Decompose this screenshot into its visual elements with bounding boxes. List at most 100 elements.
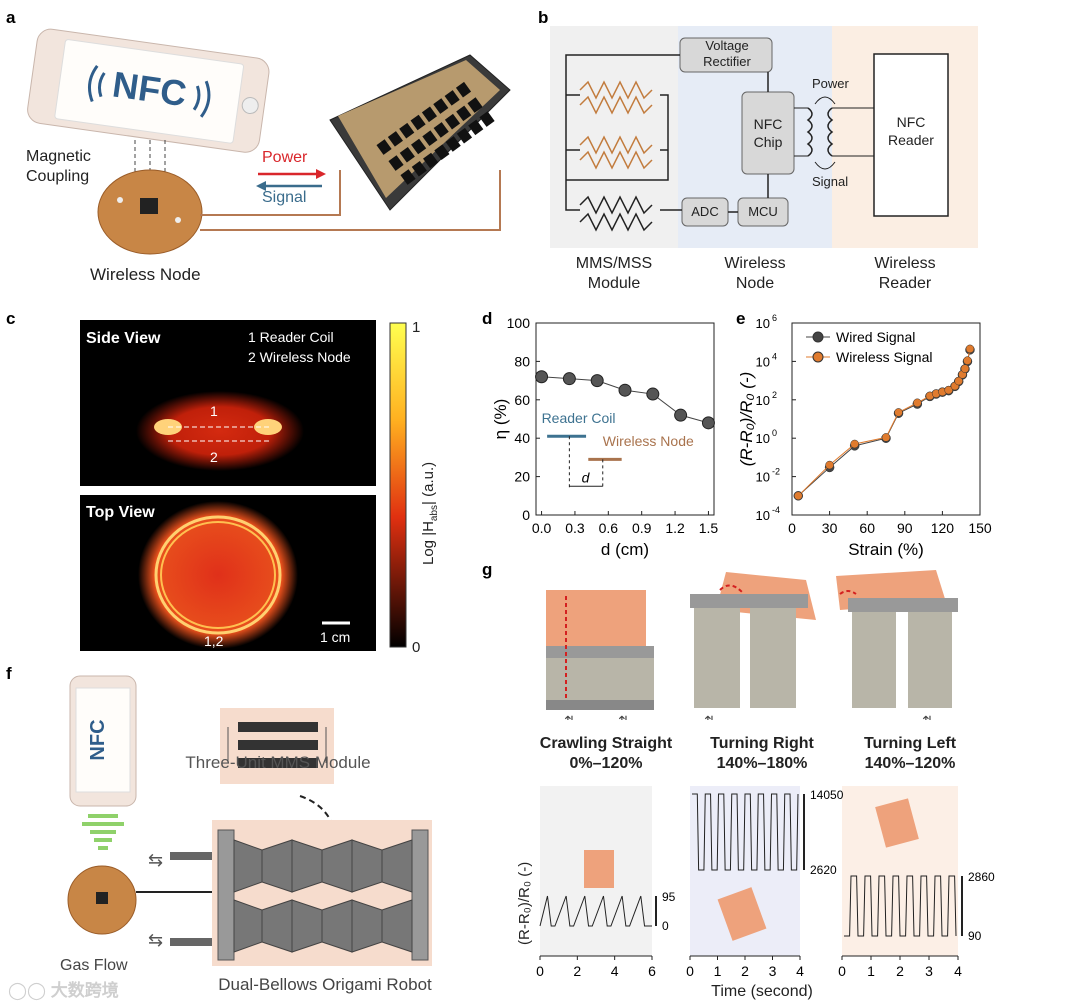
g-x-tick-label: 4 — [954, 963, 962, 979]
reader-coil-label: Reader Coil — [542, 410, 616, 426]
y-tick-exponent: 6 — [772, 313, 777, 323]
robot-photo-left — [836, 570, 958, 708]
panel-label-g: g — [482, 560, 493, 579]
y-tick-label: 10 — [756, 354, 770, 369]
reader-column-label: Wireless Reader — [874, 255, 936, 292]
x-tick-label: 1.5 — [699, 520, 719, 536]
robot-photos: ⇅⇅ ⇅⇅ — [546, 570, 958, 720]
y-tick-exponent: 0 — [772, 428, 777, 438]
legend-wireless-node: 2 Wireless Node — [248, 349, 351, 365]
series-point-1 — [794, 491, 803, 501]
plot-frame — [535, 322, 715, 516]
plot-frame — [791, 322, 981, 516]
series-point-1 — [913, 398, 922, 408]
g1-y-bottom: 0 — [662, 919, 669, 933]
mms-module-icon — [329, 54, 511, 211]
marker-1: 1 — [210, 403, 218, 419]
g3-trace — [844, 875, 957, 937]
x-tick-label: 150 — [968, 520, 992, 536]
series-point-1 — [850, 439, 859, 449]
y-tick-label: 0 — [522, 507, 530, 523]
colorbar — [389, 322, 407, 648]
svg-text:⇅: ⇅ — [922, 713, 934, 720]
x-tick-label: 30 — [822, 520, 838, 536]
series-line-1 — [797, 348, 971, 497]
top-view-title: Top View — [86, 504, 155, 521]
series-point-1 — [960, 364, 970, 373]
y-axis-label: (R-R₀)/R₀ (-) — [737, 372, 756, 467]
caption-right-title: Turning Right — [710, 735, 814, 752]
y-tick-label: 20 — [514, 469, 530, 485]
y-tick-label: 10 — [756, 393, 770, 408]
module-label-f: Three-Unit MMS Module — [185, 753, 371, 772]
panel-label-f: f — [6, 664, 12, 683]
legend-swatch — [812, 351, 824, 363]
x-tick-label: 0.0 — [532, 520, 552, 536]
panel-label-d: d — [482, 309, 493, 328]
colorbar-min: 0 — [412, 639, 421, 656]
gas-flow-label: Gas Flow — [60, 957, 128, 974]
g-xlabel: Time (second) — [711, 983, 813, 1000]
x-tick-label: 1.2 — [665, 520, 685, 536]
legend-swatch — [812, 331, 824, 343]
series-point-1 — [965, 344, 975, 354]
signal-label: Signal — [262, 189, 307, 206]
robot-label: Dual-Bellows Origami Robot — [218, 975, 432, 994]
panel-b: b Voltage Rectifier NFC Chip NFC Read — [538, 0, 1080, 300]
x-tick-label: 0.9 — [632, 520, 652, 536]
g1-trace — [539, 895, 652, 927]
efficiency-point — [562, 372, 576, 386]
series-point-1 — [881, 433, 891, 442]
colorbar-max: 1 — [412, 319, 421, 336]
caption-right-range: 140%–180% — [716, 755, 808, 772]
nfc-reader-box: NFC Reader — [888, 114, 934, 148]
g-x-tick-label: 1 — [714, 963, 722, 979]
series-point-1 — [963, 356, 972, 365]
legend-reader-coil: 1 Reader Coil — [248, 329, 334, 345]
scalebar-label: 1 cm — [320, 629, 351, 645]
g2-y-top: 14050 — [810, 788, 844, 802]
caption-straight-title: Crawling Straight — [539, 735, 673, 752]
efficiency-point — [701, 416, 715, 430]
g-x-tick-label: 1 — [867, 963, 875, 979]
magnetic-coupling-label: Magnetic Coupling — [26, 148, 91, 185]
g-x-tick-label: 0 — [838, 963, 846, 979]
top-marker: 1,2 — [204, 633, 224, 649]
power-label-b: Power — [812, 76, 849, 91]
efficiency-point — [646, 387, 660, 401]
y-tick-exponent: 2 — [772, 390, 777, 400]
efficiency-point — [590, 374, 604, 388]
legend-label: Wired Signal — [836, 329, 915, 345]
g-x-tick-label: 2 — [573, 963, 581, 979]
g2-robot-photo — [717, 887, 767, 941]
smartphone-icon: NFC — [69, 675, 137, 807]
caption-straight-range: 0%–120% — [569, 755, 643, 772]
y-tick-label: 60 — [514, 392, 530, 408]
x-tick-label: 0.3 — [565, 520, 585, 536]
mcu-box: MCU — [748, 204, 778, 219]
y-tick-exponent: -2 — [772, 467, 780, 477]
x-tick-label: 90 — [897, 520, 913, 536]
panel-g: g ⇅⇅ ⇅⇅ Crawling Straight 0%–120 — [476, 560, 1080, 1005]
marker-2: 2 — [210, 449, 218, 465]
g2-trace — [692, 793, 799, 871]
y-tick-exponent: 4 — [772, 351, 777, 361]
side-view-title: Side View — [86, 330, 161, 347]
g-x-tick-label: 4 — [796, 963, 804, 979]
g-x-tick-label: 2 — [741, 963, 749, 979]
robot-photo-straight — [546, 590, 654, 710]
module-column-label: MMS/MSS Module — [575, 255, 653, 292]
watermark-logo: ◯◯ 大数跨境 — [8, 981, 119, 1000]
g-x-tick-label: 0 — [686, 963, 694, 979]
y-tick-exponent: -4 — [772, 505, 780, 515]
colorbar-label: Log |Habs| (a.u.) — [420, 461, 440, 565]
g-x-tick-label: 4 — [611, 963, 619, 979]
g1-robot-photo — [584, 850, 614, 888]
x-axis-label: Strain (%) — [848, 540, 924, 559]
panel-label-e: e — [736, 309, 746, 328]
x-axis-label: d (cm) — [601, 540, 649, 559]
series-point-1 — [825, 460, 834, 470]
